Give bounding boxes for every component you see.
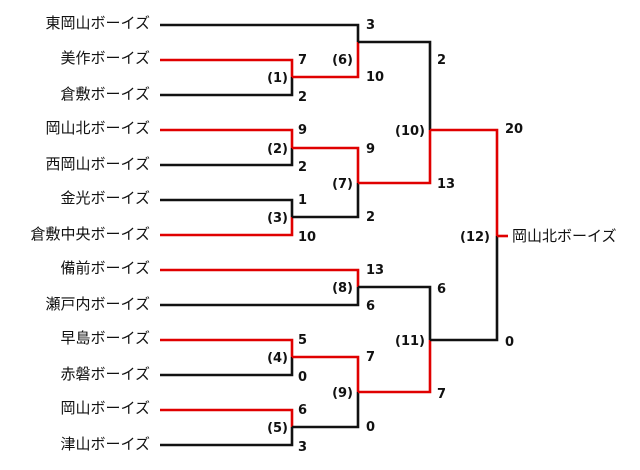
bracket-line-winner xyxy=(160,128,294,148)
team-name: 西岡山ボーイズ xyxy=(45,155,150,173)
champion-name: 岡山北ボーイズ xyxy=(512,227,617,245)
score: 2 xyxy=(298,90,307,105)
score: 13 xyxy=(366,263,384,278)
score: 3 xyxy=(366,18,375,33)
score: 7 xyxy=(298,53,307,68)
match-label: (11) xyxy=(395,334,425,349)
team-name: 赤磐ボーイズ xyxy=(60,365,150,383)
bracket-line-winner xyxy=(160,217,294,237)
score: 0 xyxy=(298,370,307,385)
score: 7 xyxy=(437,387,446,402)
bracket-lines xyxy=(160,23,508,447)
score: 1 xyxy=(298,193,307,208)
bracket-line-loser xyxy=(160,287,360,307)
team-name: 津山ボーイズ xyxy=(60,435,150,453)
score: 6 xyxy=(437,282,446,297)
team-list: 東岡山ボーイズ 美作ボーイズ 倉敷ボーイズ 岡山北ボーイズ 西岡山ボーイズ 金光… xyxy=(30,14,150,453)
match-label: (4) xyxy=(267,351,288,366)
team-name: 倉敷中央ボーイズ xyxy=(30,225,150,243)
bracket-line-winner xyxy=(160,268,360,287)
bracket-line-loser xyxy=(160,427,294,447)
team-name: 備前ボーイズ xyxy=(60,259,150,277)
bracket-line-loser xyxy=(160,23,360,42)
bracket-line-loser xyxy=(160,357,294,377)
bracket-line-winner xyxy=(160,58,294,77)
team-name: 岡山北ボーイズ xyxy=(45,119,150,137)
bracket-line-loser xyxy=(292,183,360,219)
bracket-line-winner xyxy=(430,128,499,236)
bracket-line-winner xyxy=(292,355,360,392)
bracket-line-loser xyxy=(292,392,360,429)
score: 9 xyxy=(298,123,307,138)
score: 0 xyxy=(366,420,375,435)
match-label: (9) xyxy=(332,386,353,401)
bracket-line-loser xyxy=(160,198,294,217)
bracket-line-winner xyxy=(292,146,360,183)
score: 0 xyxy=(505,335,514,350)
match-label: (1) xyxy=(267,71,288,86)
score: 5 xyxy=(298,333,307,348)
team-name: 美作ボーイズ xyxy=(60,49,150,67)
score: 10 xyxy=(366,70,384,85)
bracket-line-loser xyxy=(358,285,432,340)
score: 2 xyxy=(366,210,375,225)
bracket-line-loser xyxy=(430,236,499,342)
scores: 7 2 9 2 1 10 5 0 6 3 3 10 9 2 13 6 7 0 2… xyxy=(298,18,523,455)
team-name: 岡山ボーイズ xyxy=(60,399,150,417)
team-name: 倉敷ボーイズ xyxy=(60,85,150,103)
score: 20 xyxy=(505,122,523,137)
bracket-line-winner xyxy=(358,130,432,185)
team-name: 金光ボーイズ xyxy=(60,189,150,207)
score: 13 xyxy=(437,177,455,192)
score: 7 xyxy=(366,350,375,365)
score: 6 xyxy=(298,403,307,418)
score: 2 xyxy=(298,160,307,175)
match-label: (2) xyxy=(267,142,288,157)
match-label: (3) xyxy=(267,211,288,226)
bracket-line-loser xyxy=(358,40,432,130)
match-label: (7) xyxy=(332,177,353,192)
score: 2 xyxy=(437,53,446,68)
match-label: (5) xyxy=(267,421,288,436)
bracket-line-loser xyxy=(160,77,294,97)
bracket-line-winner xyxy=(160,408,294,427)
score: 10 xyxy=(298,230,316,245)
score: 9 xyxy=(366,142,375,157)
bracket-line-winner xyxy=(160,338,294,357)
match-label: (10) xyxy=(395,124,425,139)
team-name: 早島ボーイズ xyxy=(60,329,150,347)
team-name: 東岡山ボーイズ xyxy=(45,14,150,32)
match-label: (12) xyxy=(460,230,490,245)
team-name: 瀬戸内ボーイズ xyxy=(45,295,150,313)
match-label: (8) xyxy=(332,281,353,296)
match-label: (6) xyxy=(332,53,353,68)
match-labels: (1) (2) (3) (4) (5) (6) (7) (8) (9) (10)… xyxy=(267,53,490,436)
bracket-line-loser xyxy=(160,148,294,167)
bracket-line-winner xyxy=(292,42,360,79)
score: 6 xyxy=(366,299,375,314)
bracket-line-winner xyxy=(358,340,432,394)
score: 3 xyxy=(298,440,307,455)
